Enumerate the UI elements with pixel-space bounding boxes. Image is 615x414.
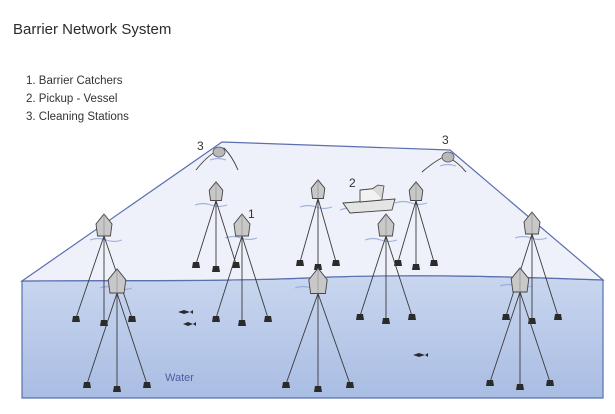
mooring-line <box>359 235 387 317</box>
anchor <box>382 318 390 324</box>
cleaning-station-right <box>421 151 467 173</box>
anchor <box>412 264 420 270</box>
mooring-line <box>415 200 435 263</box>
mooring-line <box>317 198 337 263</box>
mooring-line <box>489 291 521 383</box>
anchor <box>264 316 272 322</box>
anchor <box>394 260 402 266</box>
legend: 1. Barrier Catchers 2. Pickup - Vessel 3… <box>26 72 129 126</box>
legend-item-pickup-vessel: 2. Pickup - Vessel <box>26 93 118 105</box>
barrier-catchers <box>72 179 562 392</box>
mooring-line <box>215 200 237 265</box>
legend-item-cleaning-stations: 3. Cleaning Stations <box>26 111 129 123</box>
anchor <box>516 384 524 390</box>
anchor <box>232 262 240 268</box>
anchor <box>72 316 80 322</box>
anchor <box>546 380 554 386</box>
mooring-line <box>519 291 551 383</box>
anchor <box>282 382 290 388</box>
barrier-catcher <box>192 181 240 272</box>
anchor <box>356 314 364 320</box>
mooring-line <box>299 198 319 263</box>
anchor <box>83 382 91 388</box>
barrier-catcher <box>83 268 151 392</box>
anchor <box>212 316 220 322</box>
mooring-line <box>75 235 105 319</box>
mooring-line <box>195 200 217 265</box>
page-title: Barrier Network System <box>13 21 172 38</box>
mooring-line <box>241 235 269 319</box>
fish <box>178 310 428 357</box>
mooring-line <box>397 200 417 263</box>
anchor <box>100 320 108 326</box>
barrier-catcher <box>486 267 554 390</box>
anchor <box>296 260 304 266</box>
anchor <box>502 314 510 320</box>
anchor <box>314 386 322 392</box>
anchor <box>314 264 322 270</box>
catcher-label: 1 <box>248 207 255 221</box>
mooring-line <box>285 293 319 385</box>
station-right-label: 3 <box>442 133 449 147</box>
barrier-catcher <box>502 211 562 324</box>
mooring-line <box>385 235 413 317</box>
anchor <box>143 382 151 388</box>
mooring-line <box>531 233 559 317</box>
anchor <box>430 260 438 266</box>
barrier-catcher <box>212 213 272 326</box>
legend-item-barrier-catchers: 1. Barrier Catchers <box>26 75 123 87</box>
anchor <box>486 380 494 386</box>
anchor <box>128 316 136 322</box>
water-body <box>21 275 604 399</box>
mooring-line <box>317 293 351 385</box>
barrier-catcher <box>296 179 340 270</box>
barrier-catcher <box>282 267 354 392</box>
sea-surface <box>20 141 605 282</box>
anchor <box>346 382 354 388</box>
mooring-line <box>116 292 148 385</box>
water-label: Water <box>165 372 194 384</box>
anchor <box>408 314 416 320</box>
barrier-catcher <box>394 181 438 270</box>
anchor <box>332 260 340 266</box>
mooring-line <box>215 235 243 319</box>
anchor <box>212 266 220 272</box>
cleaning-station-left <box>195 146 239 171</box>
barrier-catcher <box>356 213 416 324</box>
station-left-label: 3 <box>197 139 204 153</box>
anchor <box>238 320 246 326</box>
anchor <box>113 386 121 392</box>
anchor <box>192 262 200 268</box>
vessel-label: 2 <box>349 176 356 190</box>
anchor <box>554 314 562 320</box>
pickup-vessel <box>342 184 396 214</box>
barrier-catcher <box>72 213 136 326</box>
mooring-line <box>86 292 118 385</box>
